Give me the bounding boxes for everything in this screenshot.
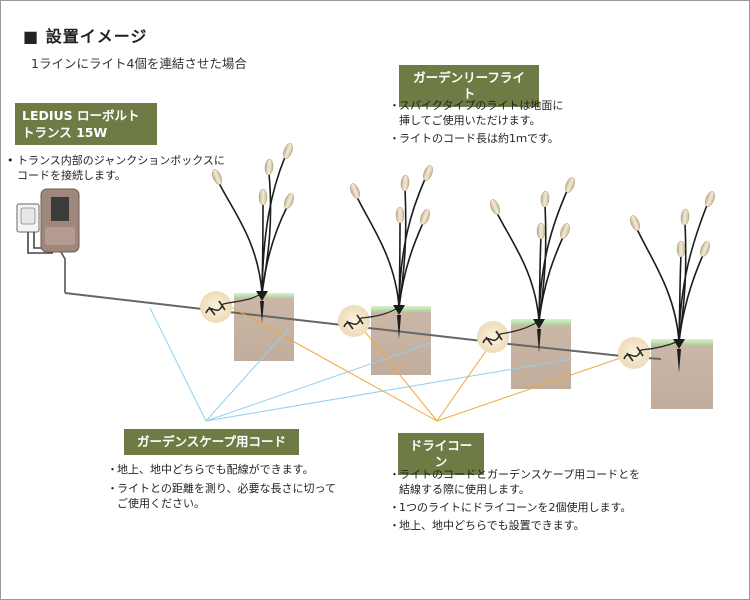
dry-cone-note-bullet-1: ・ (389, 468, 400, 481)
transformer-label: LEDIUS ローボルト トランス 15W (15, 103, 157, 145)
dry-cone-4 (618, 337, 650, 369)
cord-label: ガーデンスケープ用コード (124, 429, 299, 455)
dry-cone-note-line-2: 結線する際に使用します。 (399, 483, 530, 496)
page-subtitle: 1ラインにライト4個を連結させた場合 (31, 56, 247, 71)
cord-note-bullet-1: ・ (107, 463, 118, 476)
transformer-note-line-1: トランス内部のジャンクションボックスに (17, 154, 225, 167)
cord-note-line-1: 地上、地中どちらでも配線ができます。 (117, 463, 314, 476)
soil-block-2 (371, 306, 431, 375)
dry-cone-label: ドライコーン (398, 433, 484, 475)
cone-pointer-lines (223, 302, 636, 422)
cord-note-line-3: ご使用ください。 (117, 497, 205, 510)
dry-cone-note-bullet-3: ・ (389, 519, 400, 532)
cord-note-line-2: ライトとの距離を測り、必要な長さに切って (117, 482, 336, 495)
transformer-icon (16, 188, 80, 293)
garden-light-label: ガーデンリーフライト (399, 65, 539, 107)
dry-cone-3 (477, 321, 509, 353)
cord-pointer-lines (149, 307, 573, 422)
dry-cone-note-line-1: ライトのコードとガーデンスケープ用コードとを (399, 468, 641, 481)
garden-light-note-line-1: スパイクタイプのライトは地面に (399, 99, 564, 112)
dry-cone-note: ・ ライトのコードとガーデンスケープ用コードとを 結線する際に使用します。 ・ … (389, 467, 659, 533)
garden-light-3 (490, 177, 575, 353)
garden-light-note-bullet-1: ・ (389, 99, 400, 112)
soil-block-4 (651, 339, 713, 409)
soil-block-1 (234, 293, 294, 361)
garden-light-note-bullet-2: ・ (389, 132, 400, 145)
garden-light-4 (630, 191, 715, 373)
dry-cone-note-bullet-2: ・ (389, 501, 400, 514)
garden-light-1 (212, 143, 294, 323)
transformer-label-line-1: LEDIUS ローボルト (22, 108, 140, 123)
garden-light-note-line-3: ライトのコード長は約1ｍです。 (399, 132, 559, 145)
cord-note: ・ 地上、地中どちらでも配線ができます。 ・ ライトとの距離を測り、必要な長さに… (107, 462, 357, 511)
transformer-note-line-2: コードを接続します。 (17, 169, 126, 182)
garden-light-note: ・ スパイクタイプのライトは地面に 挿してご使用いただけます。 ・ ライトのコー… (389, 98, 599, 146)
garden-light-2 (350, 165, 433, 339)
garden-light-note-line-2: 挿してご使用いただけます。 (399, 114, 541, 127)
page-title: ■ 設置イメージ (23, 27, 148, 46)
dry-cone-note-line-4: 地上、地中どちらでも設置できます。 (399, 519, 585, 532)
dry-cone-2 (338, 305, 370, 337)
transformer-note: •トランス内部のジャンクションボックスに コードを接続します。 (7, 154, 225, 182)
cord-note-bullet-2: ・ (107, 482, 118, 495)
dry-cone-1 (200, 291, 232, 323)
dry-cone-note-line-3: 1つのライトにドライコーンを2個使用します。 (399, 501, 632, 514)
transformer-label-line-2: トランス 15W (22, 125, 108, 140)
